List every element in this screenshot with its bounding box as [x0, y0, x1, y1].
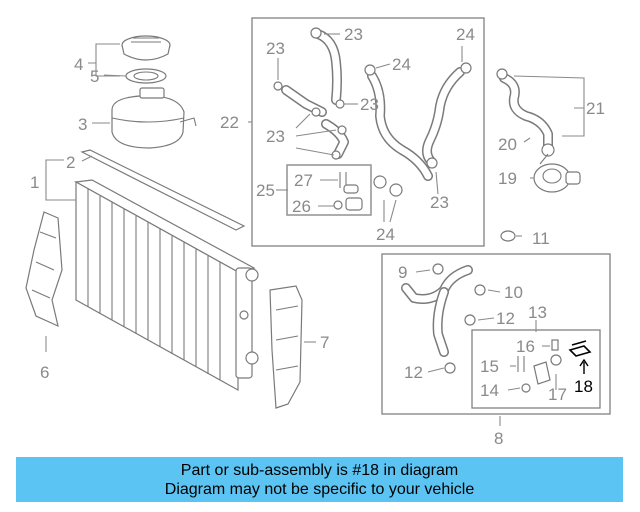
callout-24-b: 24: [456, 25, 475, 44]
lower-hose-set: [401, 263, 486, 374]
upper-hose-set: [273, 27, 472, 197]
aux-coolant-pump: [533, 153, 581, 193]
caption-banner: Part or sub-assembly is #18 in diagram D…: [16, 457, 623, 502]
callout-8: 8: [494, 429, 503, 448]
callout-10: 10: [504, 283, 523, 302]
callout-24-a: 24: [392, 55, 411, 74]
callout-25: 25: [256, 181, 275, 200]
callout-4: 4: [74, 55, 83, 74]
caption-line-1: Part or sub-assembly is #18 in diagram: [180, 462, 459, 479]
callout-6: 6: [40, 363, 49, 382]
callout-23-b: 23: [266, 39, 285, 58]
part-18-bracket: [568, 340, 592, 374]
expansion-tank: [111, 87, 197, 149]
callout-27: 27: [294, 171, 313, 190]
callout-9: 9: [398, 263, 407, 282]
callout-14: 14: [480, 381, 499, 400]
callout-16: 16: [516, 337, 535, 356]
callout-15: 15: [480, 357, 499, 376]
callout-12-upper: 12: [496, 309, 515, 328]
callout-3: 3: [78, 115, 87, 134]
fitting-set-13: [517, 339, 562, 393]
callout-22: 22: [220, 113, 239, 132]
aux-pump-hose: [496, 68, 555, 157]
right-air-guide: [269, 285, 303, 409]
clip-set-25: [333, 172, 363, 211]
callout-18: 18: [574, 377, 593, 396]
callout-19: 19: [498, 169, 517, 188]
callout-2: 2: [66, 153, 75, 172]
reservoir-seal: [125, 68, 167, 84]
left-air-guide: [25, 211, 63, 328]
callout-23-e: 23: [430, 193, 449, 212]
callout-labels: 1 2 3 4 5 6 7 8 9 10 11 12 13 12 14 15 1…: [30, 25, 605, 448]
callout-26: 26: [292, 197, 311, 216]
callout-17: 17: [548, 385, 567, 404]
clip-11: [500, 230, 516, 242]
callout-24-c: 24: [376, 225, 395, 244]
callout-20: 20: [498, 135, 517, 154]
radiator: [74, 179, 259, 392]
reservoir-cap: [121, 35, 171, 61]
group-box-22: [251, 17, 485, 247]
leader-lines: [45, 33, 585, 426]
callout-23-d: 23: [266, 127, 285, 146]
radiator-seal-strip: [80, 149, 246, 231]
callout-1: 1: [30, 173, 39, 192]
callout-12-lower: 12: [404, 363, 423, 382]
callout-7: 7: [320, 333, 329, 352]
callout-11: 11: [532, 229, 550, 248]
callout-23-a: 23: [344, 25, 363, 44]
callout-13: 13: [528, 303, 547, 322]
caption-line-2: Diagram may not be specific to your vehi…: [164, 481, 475, 498]
group-box-8: [381, 253, 611, 415]
callout-5: 5: [90, 67, 99, 86]
callout-21: 21: [586, 99, 605, 118]
callout-23-c: 23: [360, 95, 379, 114]
parts-diagram: 1 2 3 4 5 6 7 8 9 10 11 12 13 12 14 15 1…: [25, 17, 611, 448]
